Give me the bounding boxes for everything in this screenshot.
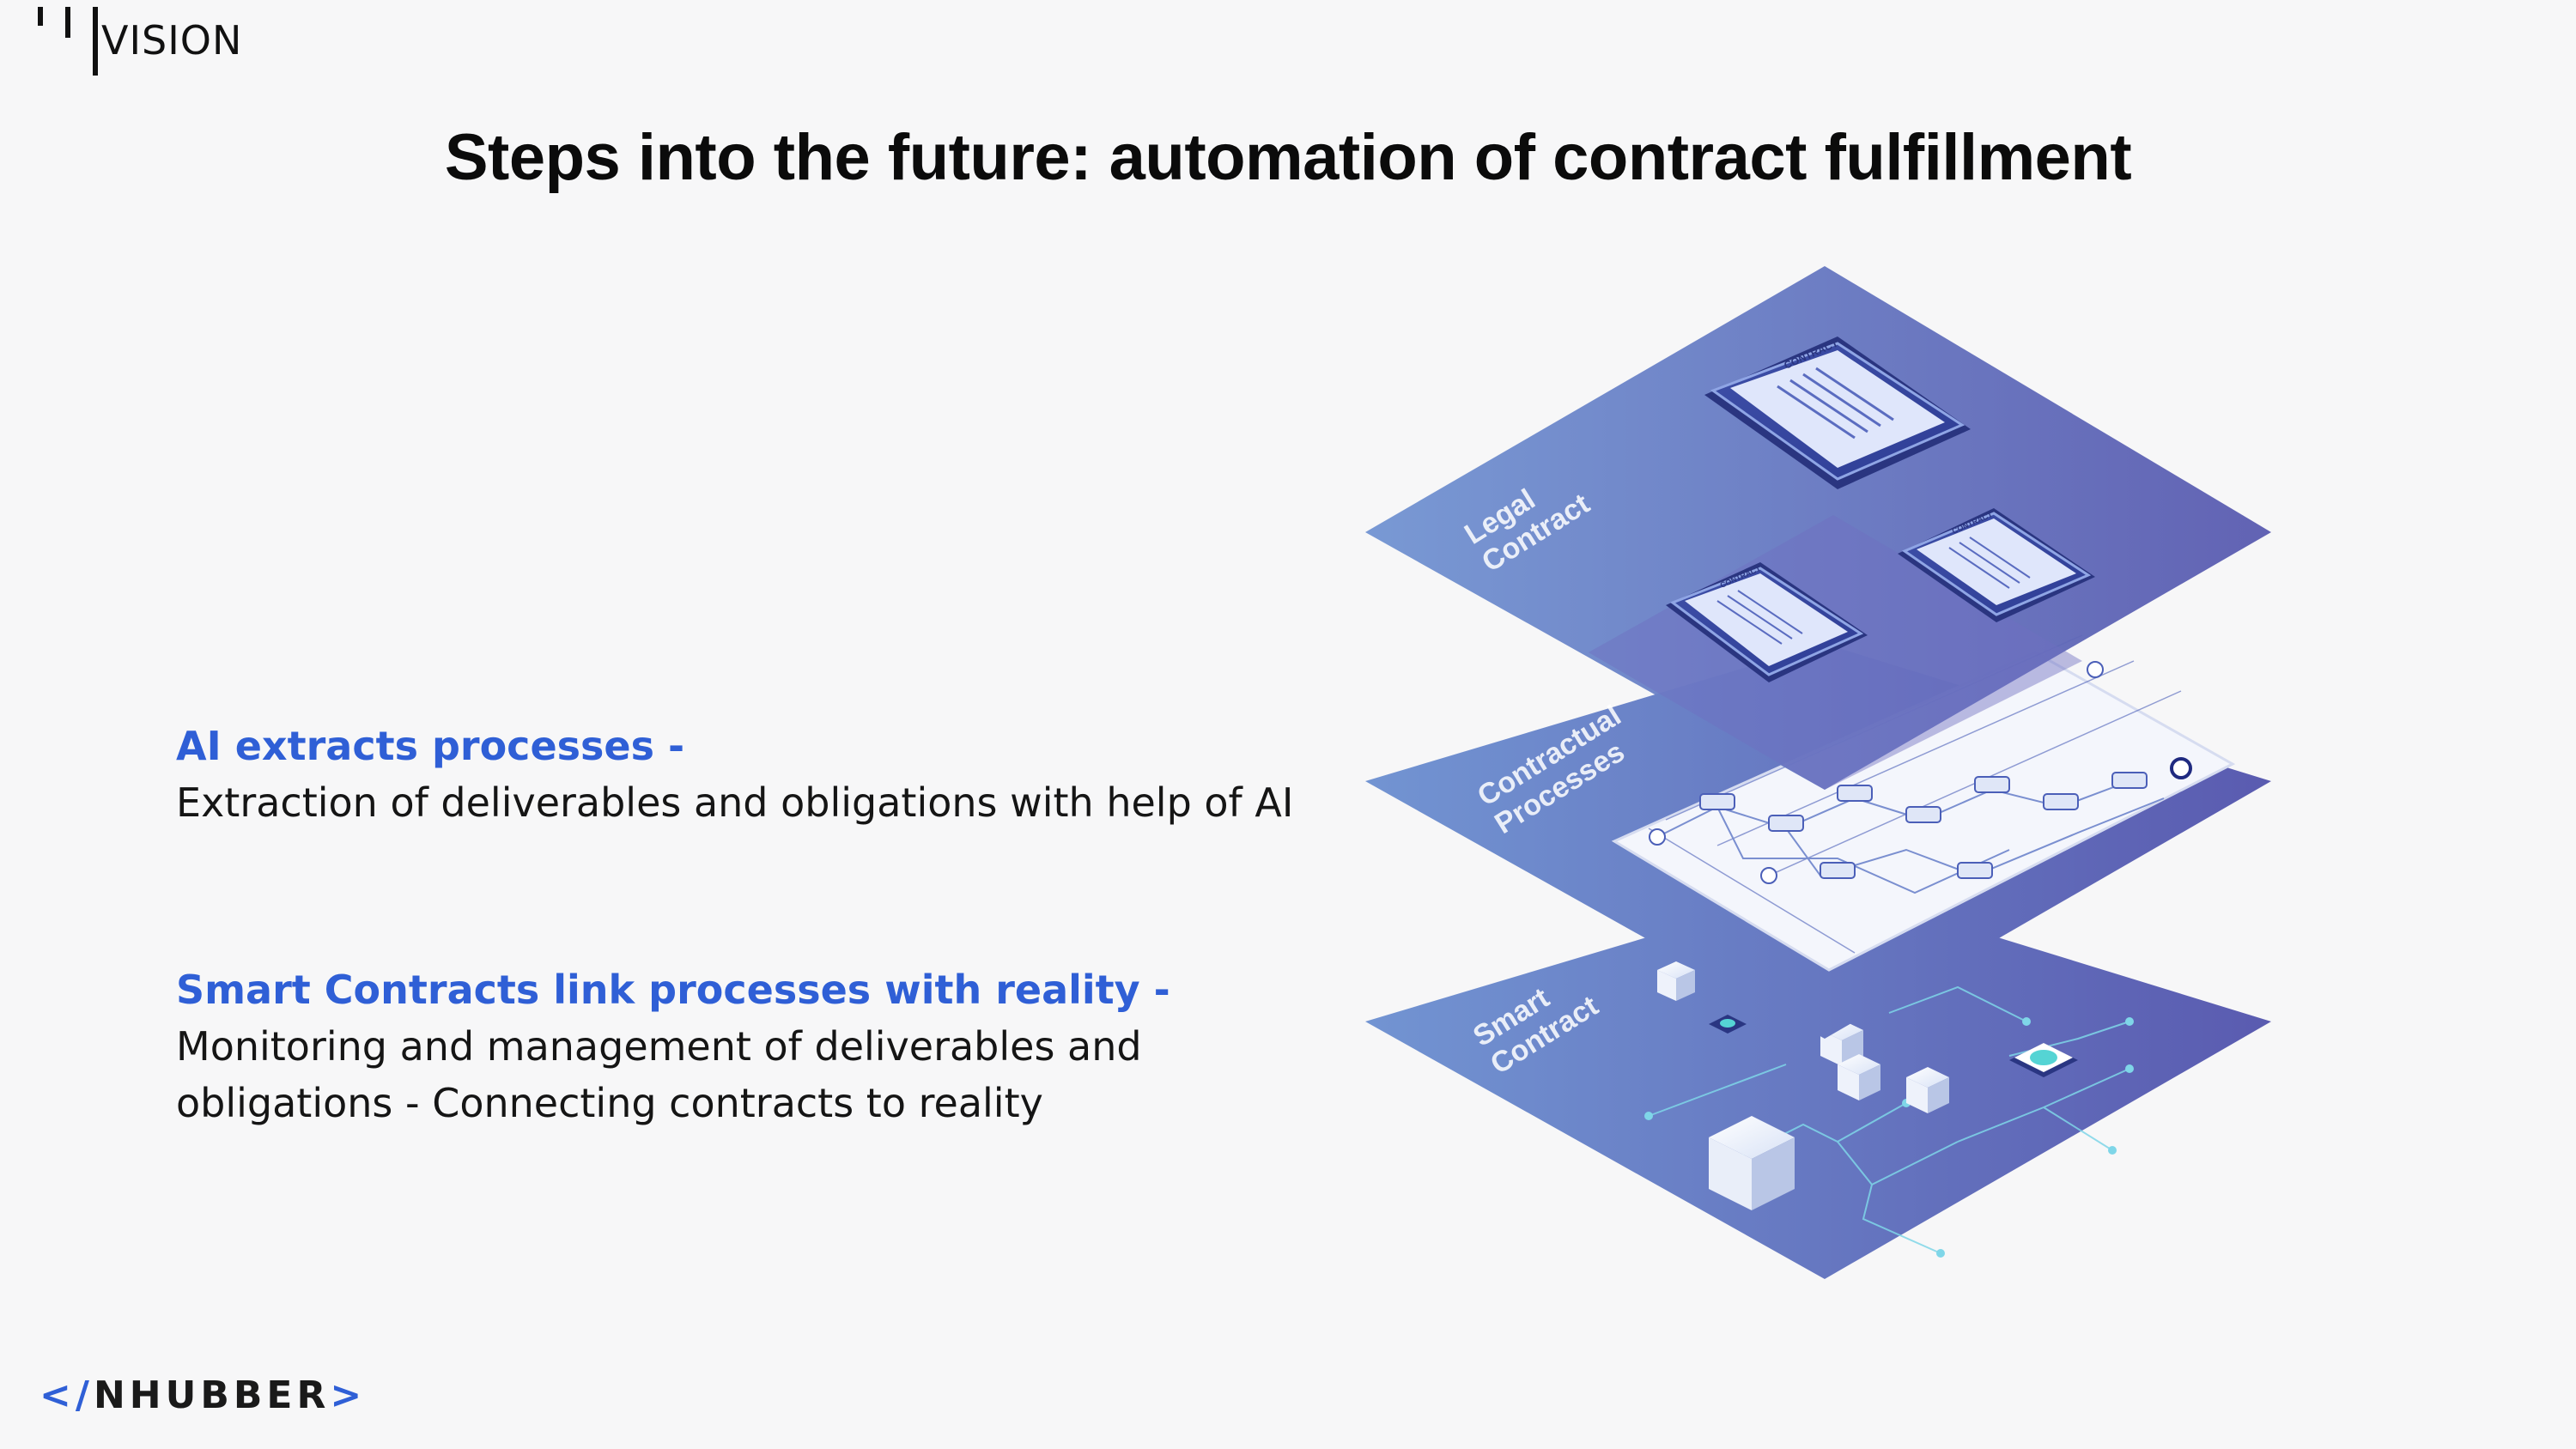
logo-bar-2 <box>65 7 70 38</box>
logo-bar-3 <box>93 7 98 76</box>
process-events <box>1649 661 2192 884</box>
point-smart-contracts: Smart Contracts link processes with real… <box>176 961 1344 1131</box>
contract-document: CONTRACT <box>1898 508 2095 622</box>
layer-legal-contract: CONTRACT CONTRACT CONTRACT Legal Contrac <box>1365 266 2271 790</box>
logo-name: NHUBBER <box>93 1373 331 1417</box>
footer-logo: </NHUBBER> <box>39 1373 366 1417</box>
layered-contract-illustration: Smart Contract <box>1365 266 2271 1279</box>
layer-overlay <box>1589 515 2082 790</box>
contract-document: CONTRACT <box>1704 336 1971 489</box>
logo-bar-1 <box>38 7 43 26</box>
logo-open-bracket: </ <box>39 1373 94 1417</box>
cube-small <box>1657 961 1695 1001</box>
page-title: Steps into the future: automation of con… <box>444 121 2132 194</box>
sensor-chip <box>2009 1043 2078 1077</box>
logo-close-bracket: > <box>330 1373 367 1417</box>
cube-large <box>1709 1116 1795 1210</box>
layer-plane <box>1365 266 2271 790</box>
cube-small <box>1906 1067 1949 1113</box>
process-tasks <box>1699 772 2148 879</box>
point-heading: Smart Contracts link processes with real… <box>176 967 1170 1013</box>
point-body-line-1: Monitoring and management of deliverable… <box>176 1023 1142 1070</box>
point-ai-extracts: AI extracts processes - Extraction of de… <box>176 718 1293 831</box>
sensor-chip <box>1709 1015 1747 1034</box>
point-body-line-2: obligations - Connecting contracts to re… <box>176 1080 1043 1126</box>
point-heading: AI extracts processes - <box>176 723 685 769</box>
contract-document: CONTRACT <box>1666 562 1868 682</box>
point-body: Extraction of deliverables and obligatio… <box>176 779 1294 826</box>
layer-contractual-processes: Contractual Processes <box>1365 634 2271 1039</box>
brand-logo <box>38 7 278 76</box>
brand-name: VISION <box>101 17 243 64</box>
layer-smart-contract: Smart Contract <box>1365 884 2271 1279</box>
cube-small <box>1838 1054 1880 1100</box>
layer-plane <box>1365 884 2271 1279</box>
